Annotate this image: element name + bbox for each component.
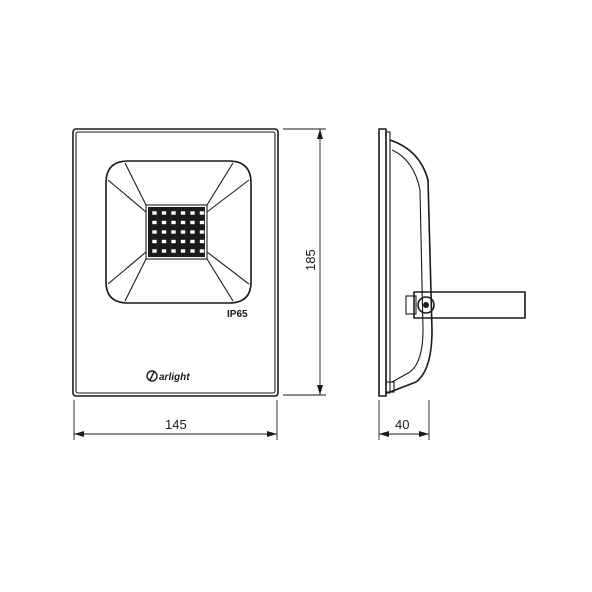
led-chip (161, 229, 167, 235)
depth-label: 40 (395, 417, 409, 432)
led-chip (161, 248, 167, 254)
led-chip (199, 229, 205, 235)
width-label: 145 (165, 417, 187, 432)
led-chip (199, 220, 205, 225)
housing-outer (72, 128, 279, 397)
side-view (378, 128, 526, 397)
led-chip (170, 248, 177, 254)
front-view: IP65 arlight (72, 128, 279, 397)
led-chip (161, 210, 167, 216)
led-chip (180, 248, 186, 254)
led-chip (151, 248, 158, 254)
led-chip (180, 229, 186, 235)
led-chip (180, 239, 186, 244)
led-chip (199, 210, 205, 216)
depth-dimension: 40 (378, 400, 430, 440)
led-chip (170, 239, 177, 244)
led-chip (170, 210, 177, 216)
body-profile (389, 139, 433, 393)
led-matrix (148, 207, 205, 257)
led-chip (151, 220, 158, 225)
led-chip (151, 210, 158, 216)
reflector (105, 160, 252, 304)
led-chip (199, 248, 205, 254)
brand-name: arlight (159, 372, 190, 383)
led-chip (189, 220, 196, 225)
front-glass (378, 128, 387, 397)
brand-logo: arlight (146, 370, 190, 383)
housing-inner (75, 131, 276, 394)
ip-rating-label: IP65 (227, 309, 248, 320)
height-label: 185 (303, 249, 318, 271)
led-chip (151, 229, 158, 235)
led-chip (161, 220, 167, 225)
mounting-bracket (405, 291, 526, 319)
led-chip (189, 210, 196, 216)
width-dimension: 145 (73, 400, 278, 440)
led-chip (180, 210, 186, 216)
led-chip (189, 248, 196, 254)
height-dimension: 185 (283, 128, 326, 396)
led-chip (199, 239, 205, 244)
led-chip (151, 239, 158, 244)
led-chip (170, 229, 177, 235)
led-chip (189, 239, 196, 244)
led-chip (161, 239, 167, 244)
front-frame (385, 131, 391, 394)
led-chip (189, 229, 196, 235)
led-chip (170, 220, 177, 225)
led-chip (180, 220, 186, 225)
